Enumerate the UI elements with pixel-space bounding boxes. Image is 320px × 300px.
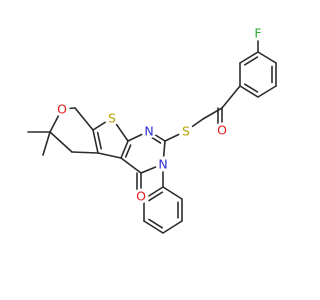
molecule-structure: F O O O S S N N [27, 25, 277, 234]
bond-p4-p5 [162, 220, 183, 234]
bond-r4-r5 [239, 85, 259, 98]
bond-C4b-C4a [97, 152, 122, 159]
bond-r5-K [221, 85, 241, 109]
atom-label-f: F [254, 26, 261, 41]
bond-C5-C4b [71, 151, 99, 154]
atom-labels: F O O O S S N N [54, 25, 266, 204]
bond-r6-r1 [239, 51, 259, 64]
atom-bg-s1 [178, 123, 194, 139]
bond-K-M [202, 107, 223, 120]
atom-label-o3: O [136, 189, 146, 204]
atom-bg-n1 [141, 123, 157, 139]
bond-C6-Me2 [42, 131, 51, 156]
atom-bg-s2 [104, 110, 120, 126]
atom-bg-o2 [54, 101, 70, 117]
bond-C4a-C4 [120, 157, 142, 174]
bond-p3-p4 [143, 220, 164, 234]
bond-C7a-C4b [92, 129, 99, 154]
bond-r6-r1-inner [243, 56, 259, 66]
bond-r4-r5-inner [243, 83, 259, 93]
bond-p3-p4-inner [148, 218, 164, 229]
bond-C7a-C4b-inner [96, 131, 102, 150]
bond-r1-r2 [257, 51, 277, 64]
bond-p1-p2-inner [148, 191, 164, 202]
atom-bg-o3 [133, 188, 149, 204]
atom-label-o2: O [57, 102, 67, 117]
bond-C7a-C8 [74, 107, 94, 131]
atom-label-n2: N [158, 157, 167, 172]
atom-label-s2: S [108, 111, 116, 126]
atom-label-s1: S [182, 124, 190, 139]
atom-label-o1: O [217, 123, 227, 138]
bond-p6-p1 [162, 186, 183, 200]
bond-C8a-C4a-inner [124, 144, 132, 158]
atom-bg-n2 [155, 156, 171, 172]
atom-bg-o1 [214, 122, 230, 138]
atom-bg-f [250, 25, 266, 41]
atom-label-n1: N [144, 124, 153, 139]
bond-r3-r4 [257, 85, 277, 98]
bond-C8a-C4a [120, 140, 129, 159]
bond-C6-C5 [49, 131, 73, 153]
